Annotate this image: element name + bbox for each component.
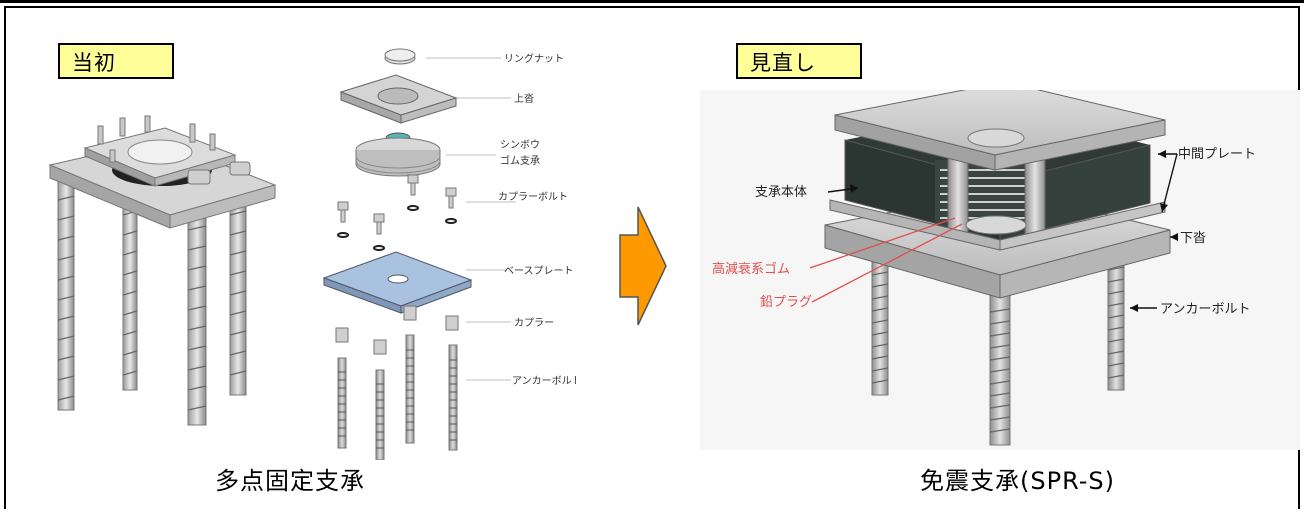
label-upper-shoe: 上沓 (514, 92, 534, 105)
seismic-isolation-bearing-illustration: 中間プレート 支承本体 下沓 高減衰系ゴム 鉛プラグ アンカーボルト (700, 90, 1300, 450)
tag-original: 当初 (58, 43, 174, 79)
label-anchor-bolt-right: アンカーボルト (1160, 302, 1250, 317)
label-anchor-bolt-left: アンカーボルト (512, 375, 576, 387)
label-high-damping-rubber: 高減衰系ゴム (712, 261, 790, 277)
top-border (0, 0, 1304, 3)
label-intermediate-plate: 中間プレート (1178, 147, 1256, 162)
exploded-parts-illustration: リングナット 上沓 シンボウ ゴム支承 カプラーボルト ベースプレート カプラー… (322, 48, 576, 460)
label-coupler: カプラー (514, 317, 554, 329)
label-base-plate: ベースプレート (504, 265, 574, 277)
caption-revised: 免震支承(SPR-S) (920, 467, 1116, 495)
caption-original: 多点固定支承 (215, 467, 365, 495)
label-lead-plug: 鉛プラグ (760, 295, 812, 310)
assembled-bearing-illustration (48, 115, 277, 426)
label-bearing-body: 支承本体 (755, 185, 807, 200)
label-rubber-bearing: ゴム支承 (500, 154, 540, 167)
arrow-right-icon (619, 206, 667, 326)
label-ring-nut: リングナット (504, 52, 564, 65)
tag-revised: 見直し (736, 43, 862, 79)
label-coupler-bolt: カプラーボルト (498, 191, 568, 203)
label-pin: シンボウ (500, 139, 540, 151)
label-lower-shoe: 下沓 (1180, 231, 1206, 246)
